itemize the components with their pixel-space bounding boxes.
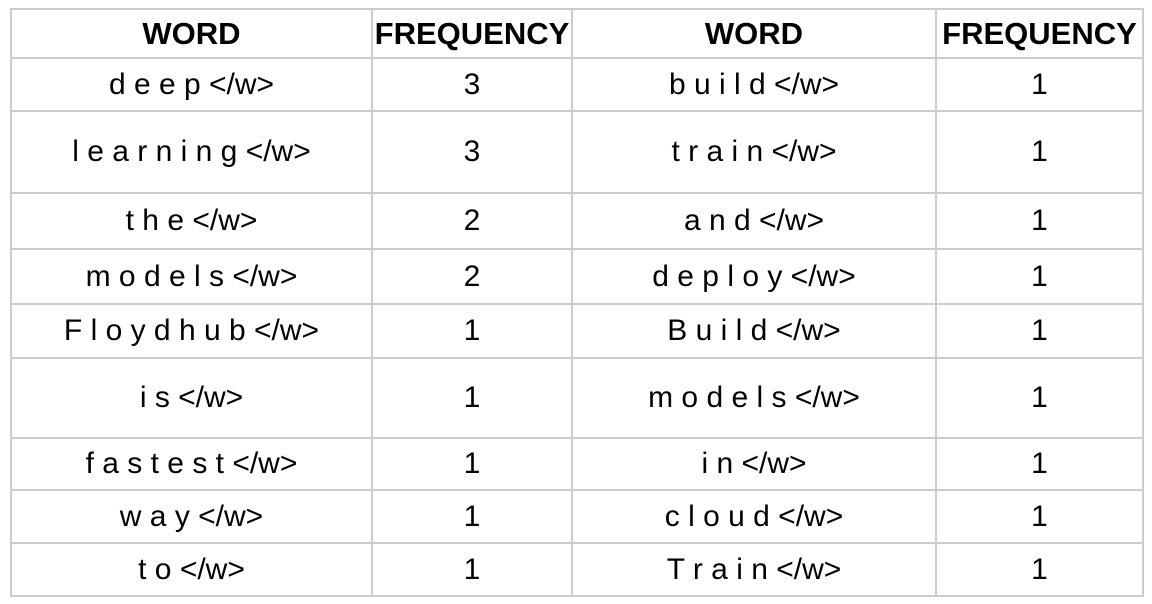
table-row: l e a r n i n g </w> 3 t r a i n </w> 1: [10, 110, 1144, 194]
word-frequency-table: WORD FREQUENCY WORD FREQUENCY d e e p </…: [10, 8, 1144, 597]
table-header: WORD FREQUENCY WORD FREQUENCY: [10, 8, 1144, 59]
frequency-cell: 1: [935, 110, 1144, 194]
column-header-word-right: WORD: [571, 8, 937, 59]
word-cell: f a s t e s t </w>: [10, 437, 373, 491]
table-row: w a y </w> 1 c l o u d </w> 1: [10, 489, 1144, 544]
word-cell: b u i l d </w>: [571, 57, 937, 112]
header-row: WORD FREQUENCY WORD FREQUENCY: [10, 8, 1144, 59]
column-header-word-left: WORD: [10, 8, 373, 59]
word-cell: m o d e l s </w>: [10, 248, 373, 305]
word-cell: F l o y d h u b </w>: [10, 303, 373, 359]
frequency-cell: 3: [371, 57, 573, 112]
frequency-cell: 1: [935, 489, 1144, 544]
word-cell: t o </w>: [10, 542, 373, 597]
word-cell: d e e p </w>: [10, 57, 373, 112]
column-header-frequency-left: FREQUENCY: [371, 8, 573, 59]
table-row: d e e p </w> 3 b u i l d </w> 1: [10, 57, 1144, 112]
frequency-cell: 1: [371, 303, 573, 359]
word-cell: i s </w>: [10, 357, 373, 439]
word-cell: c l o u d </w>: [571, 489, 937, 544]
table-row: t h e </w> 2 a n d </w> 1: [10, 192, 1144, 250]
frequency-cell: 1: [935, 192, 1144, 250]
frequency-cell: 1: [935, 357, 1144, 439]
frequency-cell: 1: [935, 248, 1144, 305]
table-row: f a s t e s t </w> 1 i n </w> 1: [10, 437, 1144, 491]
frequency-cell: 1: [371, 542, 573, 597]
word-cell: t r a i n </w>: [571, 110, 937, 194]
word-cell: t h e </w>: [10, 192, 373, 250]
word-cell: m o d e l s </w>: [571, 357, 937, 439]
frequency-cell: 1: [371, 437, 573, 491]
word-cell: T r a i n </w>: [571, 542, 937, 597]
frequency-cell: 1: [371, 489, 573, 544]
word-cell: l e a r n i n g </w>: [10, 110, 373, 194]
frequency-cell: 1: [935, 57, 1144, 112]
word-cell: d e p l o y </w>: [571, 248, 937, 305]
frequency-cell: 1: [935, 437, 1144, 491]
table-row: m o d e l s </w> 2 d e p l o y </w> 1: [10, 248, 1144, 305]
column-header-frequency-right: FREQUENCY: [935, 8, 1144, 59]
table-row: F l o y d h u b </w> 1 B u i l d </w> 1: [10, 303, 1144, 359]
word-cell: w a y </w>: [10, 489, 373, 544]
frequency-cell: 1: [935, 303, 1144, 359]
table-row: i s </w> 1 m o d e l s </w> 1: [10, 357, 1144, 439]
frequency-cell: 1: [935, 542, 1144, 597]
frequency-cell: 2: [371, 192, 573, 250]
table-row: t o </w> 1 T r a i n </w> 1: [10, 542, 1144, 597]
word-cell: a n d </w>: [571, 192, 937, 250]
table-body: d e e p </w> 3 b u i l d </w> 1 l e a r …: [10, 57, 1144, 597]
word-cell: i n </w>: [571, 437, 937, 491]
frequency-cell: 1: [371, 357, 573, 439]
frequency-cell: 2: [371, 248, 573, 305]
frequency-cell: 3: [371, 110, 573, 194]
word-cell: B u i l d </w>: [571, 303, 937, 359]
